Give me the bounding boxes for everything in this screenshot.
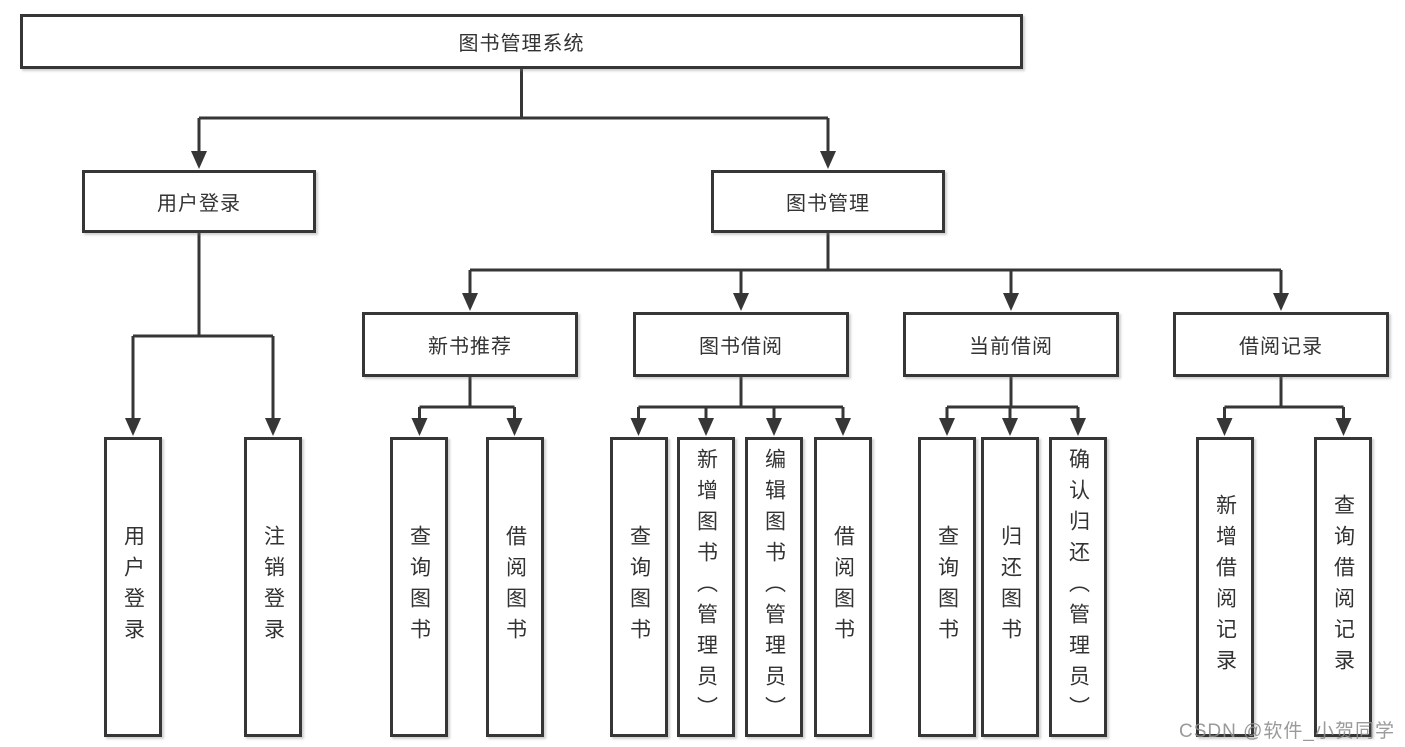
leaf-logout: 注销登录 bbox=[244, 437, 302, 737]
leaf-confirm-return-admin: 确认归还（管理员） bbox=[1049, 437, 1107, 737]
leaf-query-books-2: 查询图书 bbox=[610, 437, 668, 737]
leaf-borrow-books-2: 借阅图书 bbox=[814, 437, 872, 737]
arrowhead bbox=[766, 418, 782, 436]
leaf-label: 确认归还（管理员） bbox=[1066, 447, 1090, 727]
connector-root-to-level2 bbox=[191, 69, 836, 169]
connector-borrow-to-leaves bbox=[630, 377, 851, 436]
arrowhead bbox=[1216, 418, 1233, 436]
node-book-borrowing: 图书借阅 bbox=[633, 312, 849, 377]
leaf-label: 借阅图书 bbox=[503, 525, 527, 649]
arrowhead bbox=[462, 293, 478, 311]
node-book-management: 图书管理 bbox=[711, 170, 945, 233]
node-label: 图书管理 bbox=[786, 193, 870, 215]
node-borrowing-records: 借阅记录 bbox=[1173, 312, 1389, 377]
arrowhead bbox=[125, 418, 141, 436]
node-label: 图书借阅 bbox=[699, 336, 783, 358]
arrowhead bbox=[698, 418, 714, 436]
node-label: 图书管理系统 bbox=[458, 33, 585, 55]
leaf-label: 注销登录 bbox=[261, 525, 285, 649]
leaf-query-borrow-record: 查询借阅记录 bbox=[1314, 437, 1372, 737]
leaf-label: 新增图书（管理员） bbox=[694, 447, 718, 727]
arrowhead bbox=[820, 151, 836, 169]
arrowhead bbox=[835, 418, 851, 436]
leaf-label: 新增借阅记录 bbox=[1213, 494, 1237, 680]
leaf-user-login: 用户登录 bbox=[104, 437, 162, 737]
arrowhead bbox=[1002, 418, 1018, 436]
connector-current-to-leaves bbox=[939, 377, 1086, 436]
node-new-book-recommend: 新书推荐 bbox=[362, 312, 578, 377]
arrowhead bbox=[1070, 418, 1086, 436]
connector-login-to-leaves bbox=[125, 233, 281, 436]
node-user-login: 用户登录 bbox=[82, 170, 316, 233]
node-label: 借阅记录 bbox=[1239, 336, 1323, 358]
arrowhead bbox=[506, 418, 523, 436]
leaf-label: 用户登录 bbox=[121, 525, 145, 649]
leaf-query-books-1: 查询图书 bbox=[390, 437, 448, 737]
connector-recommend-to-leaves bbox=[411, 377, 523, 436]
leaf-label: 借阅图书 bbox=[831, 525, 855, 649]
connector-records-to-leaves bbox=[1216, 377, 1352, 436]
arrowhead bbox=[1335, 418, 1352, 436]
leaf-label: 编辑图书（管理员） bbox=[762, 447, 786, 727]
node-label: 当前借阅 bbox=[969, 336, 1053, 358]
arrowhead bbox=[733, 293, 749, 311]
node-label: 用户登录 bbox=[157, 193, 241, 215]
arrowhead bbox=[939, 418, 955, 436]
arrowhead bbox=[1003, 293, 1019, 311]
arrowhead bbox=[191, 151, 207, 169]
leaf-add-books-admin: 新增图书（管理员） bbox=[677, 437, 735, 737]
leaf-return-books: 归还图书 bbox=[981, 437, 1039, 737]
connector-mgmt-to-level3 bbox=[462, 233, 1289, 311]
leaf-query-books-3: 查询图书 bbox=[918, 437, 976, 737]
arrowhead bbox=[265, 418, 281, 436]
arrowhead bbox=[1273, 293, 1289, 311]
leaf-add-borrow-record: 新增借阅记录 bbox=[1196, 437, 1254, 737]
csdn-watermark: CSDN @软件_小贺同学 bbox=[1179, 721, 1395, 742]
arrowhead bbox=[411, 418, 428, 436]
node-label: 新书推荐 bbox=[428, 336, 512, 358]
node-library-system: 图书管理系统 bbox=[20, 14, 1023, 69]
leaf-label: 查询图书 bbox=[935, 525, 959, 649]
leaf-edit-books-admin: 编辑图书（管理员） bbox=[745, 437, 803, 737]
arrowhead bbox=[630, 418, 647, 436]
leaf-label: 查询借阅记录 bbox=[1331, 494, 1355, 680]
leaf-label: 查询图书 bbox=[407, 525, 431, 649]
node-current-borrowing: 当前借阅 bbox=[903, 312, 1119, 377]
leaf-label: 查询图书 bbox=[627, 525, 651, 649]
leaf-borrow-books-1: 借阅图书 bbox=[486, 437, 544, 737]
leaf-label: 归还图书 bbox=[998, 525, 1022, 649]
